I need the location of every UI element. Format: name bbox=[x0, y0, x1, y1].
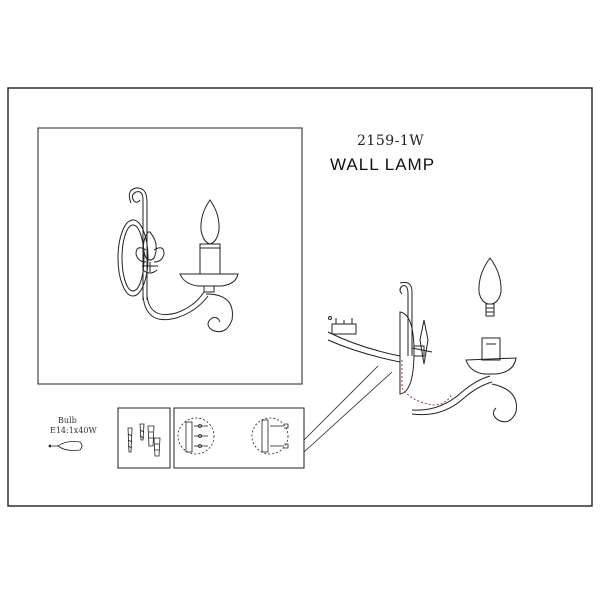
screws-frame bbox=[117, 407, 171, 469]
drip-cup bbox=[179, 273, 239, 287]
model-number: 2159-1W bbox=[357, 133, 425, 149]
exploded-view-drawing bbox=[327, 257, 517, 423]
bulb-spec: E14:1x40W bbox=[50, 426, 97, 435]
candle-sleeve bbox=[481, 337, 501, 361]
bulb-label: Bulb bbox=[58, 416, 77, 425]
back-plate bbox=[117, 219, 149, 297]
lamp-arm bbox=[142, 295, 209, 321]
detail-leader-lines bbox=[303, 365, 393, 453]
bulb-icon bbox=[48, 441, 83, 451]
screw-icon bbox=[127, 427, 133, 453]
wall-anchor-icon bbox=[153, 437, 161, 457]
outer-frame bbox=[7, 87, 593, 507]
screws-drawing bbox=[127, 423, 161, 457]
fleur-de-lis-ornament bbox=[135, 231, 165, 274]
ornament-side bbox=[419, 319, 429, 365]
product-view-frame bbox=[37, 127, 303, 385]
arm-scroll-top bbox=[399, 285, 409, 356]
wall-anchor-icon bbox=[147, 425, 155, 447]
screw-icon bbox=[139, 423, 145, 441]
mounting-detail-drawing bbox=[177, 417, 289, 455]
wall-screw-detail bbox=[251, 417, 289, 455]
lamp-product-drawing bbox=[117, 187, 239, 333]
product-title: WALL LAMP bbox=[330, 155, 436, 174]
mounting-bracket-detail bbox=[177, 417, 215, 455]
arm-scroll-top bbox=[131, 191, 144, 300]
lower-scroll bbox=[205, 293, 233, 333]
lower-scroll bbox=[491, 383, 517, 423]
mounting-plate bbox=[327, 316, 401, 363]
candle-bulb bbox=[200, 199, 220, 245]
drip-cup bbox=[465, 357, 517, 375]
wire bbox=[401, 360, 453, 406]
lamp-arm bbox=[411, 375, 491, 411]
candle-bulb bbox=[478, 257, 502, 305]
mounting-detail-frame bbox=[173, 407, 305, 469]
